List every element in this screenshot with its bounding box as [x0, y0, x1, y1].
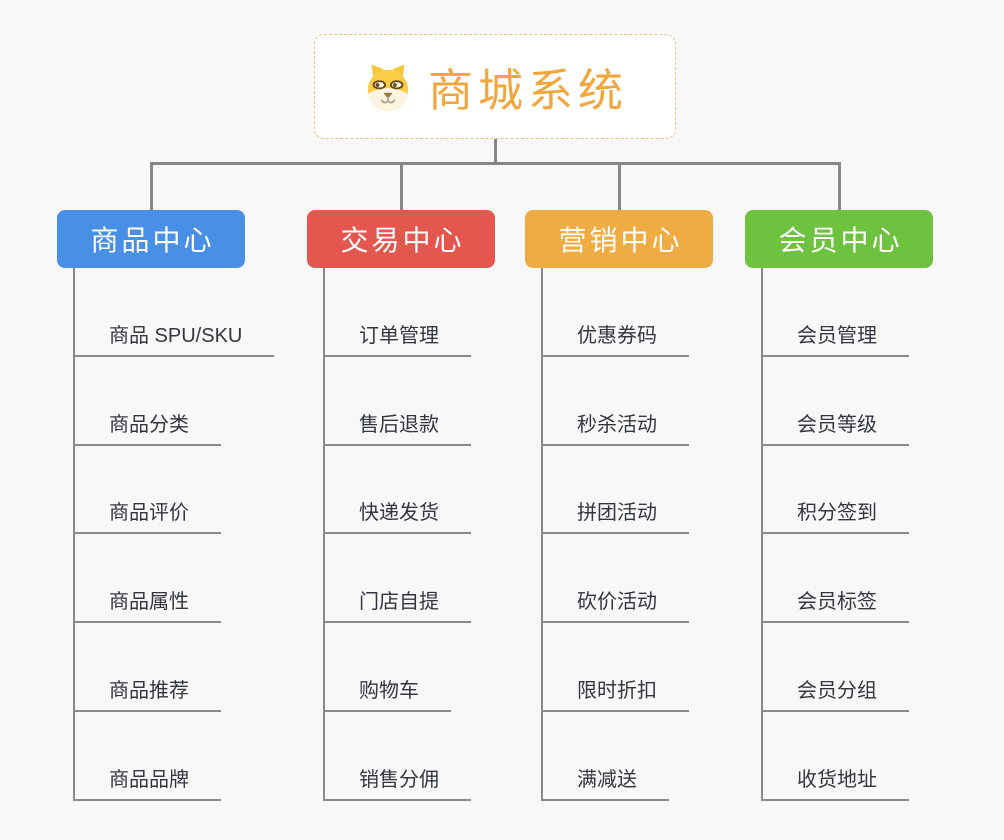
child-node[interactable]: 商品推荐 [75, 674, 221, 712]
child-row: 收货地址 [763, 712, 909, 801]
branch-member-center: 会员中心 会员管理会员等级积分签到会员标签会员分组收货地址 [745, 210, 933, 801]
branch-children-group: 优惠券码秒杀活动拼团活动砍价活动限时折扣满减送 [541, 268, 689, 801]
child-row: 销售分佣 [325, 712, 471, 801]
child-node[interactable]: 快递发货 [325, 496, 471, 535]
child-row: 门店自提 [325, 534, 471, 624]
connector-line [493, 139, 497, 165]
connector-line [837, 162, 841, 210]
branch-node-member-center[interactable]: 会员中心 [745, 210, 933, 268]
child-row: 砍价活动 [543, 534, 689, 624]
child-node[interactable]: 会员分组 [763, 674, 909, 712]
child-row: 商品属性 [75, 534, 274, 624]
child-row: 订单管理 [325, 268, 471, 357]
branch-children-group: 商品 SPU/SKU 商品分类商品评价商品属性商品推荐商品品牌 [73, 268, 275, 801]
child-node[interactable]: 销售分佣 [325, 763, 471, 801]
child-row: 会员管理 [763, 268, 909, 357]
child-node[interactable]: 拼团活动 [543, 496, 689, 535]
child-node[interactable]: 收货地址 [763, 763, 909, 801]
branch-marketing-center: 营销中心 优惠券码秒杀活动拼团活动砍价活动限时折扣满减送 [525, 210, 713, 801]
child-node[interactable]: 商品品牌 [75, 763, 221, 801]
branch-children-group: 会员管理会员等级积分签到会员标签会员分组收货地址 [761, 268, 909, 801]
child-row: 快递发货 [325, 446, 471, 535]
branch-trade-center: 交易中心 订单管理售后退款快递发货门店自提购物车销售分佣 [307, 210, 495, 801]
branch-node-marketing-center[interactable]: 营销中心 [525, 210, 713, 268]
child-row: 购物车 [325, 623, 471, 712]
connector-line [149, 162, 841, 165]
child-row: 积分签到 [763, 446, 909, 535]
child-row: 商品推荐 [75, 623, 274, 712]
branch-label: 交易中心 [340, 225, 465, 256]
child-row: 会员等级 [763, 357, 909, 446]
child-node[interactable]: 订单管理 [325, 319, 471, 357]
child-row: 商品品牌 [75, 712, 274, 801]
branch-label: 营销中心 [558, 225, 683, 256]
child-row: 商品评价 [75, 446, 274, 535]
branch-node-trade-center[interactable]: 交易中心 [307, 210, 495, 268]
child-node[interactable]: 积分签到 [763, 496, 909, 535]
child-node[interactable]: 砍价活动 [543, 585, 689, 624]
child-row: 满减送 [543, 712, 689, 801]
child-node[interactable]: 优惠券码 [543, 319, 689, 357]
child-node[interactable]: 商品 SPU/SKU [75, 319, 275, 357]
child-row: 秒杀活动 [543, 357, 689, 446]
branch-node-product-center[interactable]: 商品中心 [57, 210, 245, 268]
child-row: 会员分组 [763, 623, 909, 712]
child-node[interactable]: 会员管理 [763, 319, 909, 357]
child-node[interactable]: 会员标签 [763, 585, 909, 624]
child-node[interactable]: 购物车 [325, 674, 451, 712]
connector-line [149, 162, 153, 210]
child-row: 限时折扣 [543, 623, 689, 712]
branch-label: 商品中心 [90, 225, 215, 256]
child-node[interactable]: 会员等级 [763, 408, 909, 446]
shiba-dog-icon [362, 61, 414, 113]
child-node[interactable]: 商品属性 [75, 585, 221, 624]
root-title: 商城系统 [427, 65, 628, 116]
child-row: 优惠券码 [543, 268, 689, 357]
connector-line [617, 162, 621, 210]
child-row: 售后退款 [325, 357, 471, 446]
root-node[interactable]: 商城系统 [314, 34, 676, 139]
child-node[interactable]: 商品评价 [75, 496, 221, 535]
child-row: 商品分类 [75, 357, 274, 446]
child-node[interactable]: 限时折扣 [543, 674, 689, 712]
child-node[interactable]: 商品分类 [75, 408, 221, 446]
branch-label: 会员中心 [778, 225, 903, 256]
child-row: 会员标签 [763, 534, 909, 624]
child-row: 商品 SPU/SKU [75, 268, 275, 357]
child-node[interactable]: 门店自提 [325, 585, 471, 624]
child-node[interactable]: 售后退款 [325, 408, 471, 446]
child-node[interactable]: 秒杀活动 [543, 408, 689, 446]
branch-product-center: 商品中心 商品 SPU/SKU 商品分类商品评价商品属性商品推荐商品品牌 [57, 210, 275, 801]
child-node[interactable]: 满减送 [543, 763, 669, 801]
branch-children-group: 订单管理售后退款快递发货门店自提购物车销售分佣 [323, 268, 471, 801]
child-row: 拼团活动 [543, 446, 689, 535]
connector-line [399, 162, 403, 210]
